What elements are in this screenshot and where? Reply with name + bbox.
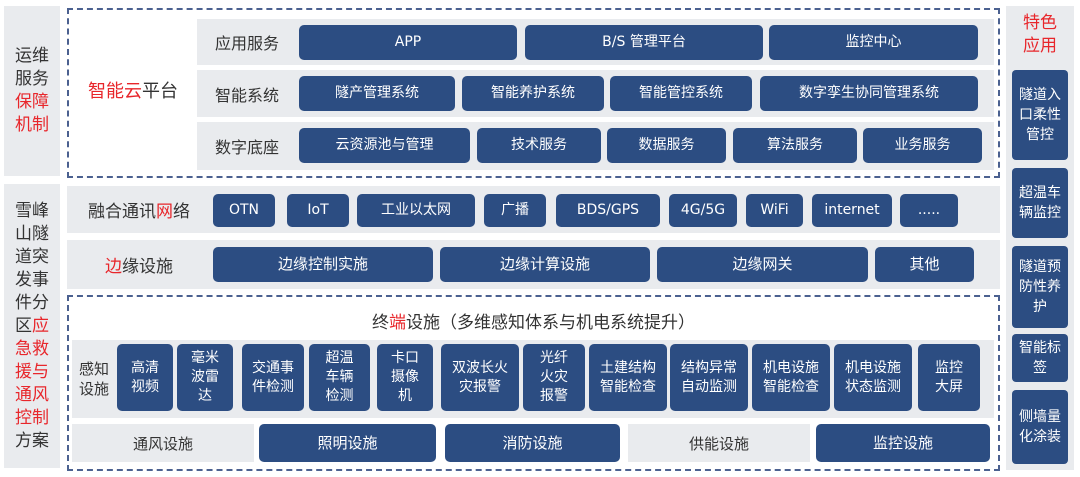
fiber-fire-alarm-button[interactable]: 光纤火灾报警 xyxy=(523,344,585,411)
terminal-frame xyxy=(67,295,1000,471)
row-label-digital-base: 数字底座 xyxy=(214,138,279,157)
power-facility: 供能设施 xyxy=(628,424,810,462)
sensing-label: 感知设施 xyxy=(78,360,109,398)
emergency-plan-box: 雪峰山隧道突发事件分区应急救援与通风控制方案 xyxy=(4,184,60,468)
row-label-app-services: 应用服务 xyxy=(214,34,279,53)
terminal-title-prefix: 终 xyxy=(372,312,389,333)
broadcast-button[interactable]: 广播 xyxy=(484,194,546,227)
fire-facility-button[interactable]: 消防设施 xyxy=(445,424,620,462)
business-service-button[interactable]: 业务服务 xyxy=(863,128,982,163)
bds-gps-button[interactable]: BDS/GPS xyxy=(556,194,660,227)
edge-compute-button[interactable]: 边缘计算设施 xyxy=(440,247,650,282)
ops-line1: 运维 xyxy=(15,46,49,66)
monitor-wall-button[interactable]: 监控大屏 xyxy=(918,344,980,411)
edge-label-red: 边 xyxy=(105,257,122,277)
emergency-prefix: 雪峰山隧道突发事件分区 xyxy=(15,200,49,336)
network-label-prefix: 融合通讯 xyxy=(88,202,156,222)
edge-label-rest: 缘设施 xyxy=(122,257,173,277)
cloud-platform-title: 智能云平台 xyxy=(72,70,194,110)
algorithm-service-button[interactable]: 算法服务 xyxy=(733,128,857,163)
ventilation-facility: 通风设施 xyxy=(72,424,254,462)
network-label-red: 网 xyxy=(156,202,173,222)
cloud-title-red: 智能云 xyxy=(88,81,142,102)
network-label: 融合通讯网络 xyxy=(70,186,208,233)
app-button[interactable]: APP xyxy=(299,25,517,60)
ops-line2: 服务 xyxy=(15,69,49,89)
otn-button[interactable]: OTN xyxy=(213,194,275,227)
terminal-title-red: 端 xyxy=(389,312,406,333)
monitoring-facility-button[interactable]: 监控设施 xyxy=(816,424,990,462)
ops-line4: 机制 xyxy=(15,115,49,135)
feature-overheat-monitor[interactable]: 超温车辆监控 xyxy=(1012,168,1068,238)
tunnel-asset-system-button[interactable]: 隧产管理系统 xyxy=(299,76,455,111)
edge-gateway-button[interactable]: 边缘网关 xyxy=(657,247,868,282)
checkpoint-camera-button[interactable]: 卡口摄像机 xyxy=(377,344,433,411)
cloud-platform-frame xyxy=(67,8,1000,178)
dual-wave-fire-alarm-button[interactable]: 双波长火灾报警 xyxy=(441,344,519,411)
lighting-facility-button[interactable]: 照明设施 xyxy=(259,424,436,462)
industrial-ethernet-button[interactable]: 工业以太网 xyxy=(357,194,475,227)
internet-button[interactable]: internet xyxy=(812,194,892,227)
maintenance-system-button[interactable]: 智能养护系统 xyxy=(462,76,604,111)
traffic-event-detection-button[interactable]: 交通事件检测 xyxy=(242,344,304,411)
feature-wall-coating[interactable]: 侧墙量化涂装 xyxy=(1012,390,1068,464)
monitor-center-button[interactable]: 监控中心 xyxy=(769,25,978,60)
emergency-red: 应急救援与通风控制 xyxy=(15,315,49,428)
row-label-smart-systems: 智能系统 xyxy=(214,85,279,105)
edge-label: 边缘设施 xyxy=(70,240,208,289)
tech-service-button[interactable]: 技术服务 xyxy=(477,128,601,163)
edge-control-button[interactable]: 边缘控制实施 xyxy=(213,247,433,282)
civil-structure-check-button[interactable]: 土建结构智能检查 xyxy=(589,344,667,411)
terminal-title: 终端设施（多维感知体系与机电系统提升） xyxy=(72,302,995,338)
cloud-title-rest: 平台 xyxy=(142,81,178,102)
feature-preventive-maintenance[interactable]: 隧道预防性养护 xyxy=(1012,246,1068,328)
digital-twin-system-button[interactable]: 数字孪生协同管理系统 xyxy=(760,76,978,111)
ops-mechanism-box: 运维 服务 保障 机制 xyxy=(4,6,60,176)
feature-title: 特色应用 xyxy=(1023,13,1057,56)
feature-smart-tag[interactable]: 智能标签 xyxy=(1012,334,1068,382)
overheat-vehicle-detection-button[interactable]: 超温车辆检测 xyxy=(309,344,370,411)
mmwave-radar-button[interactable]: 毫米波雷达 xyxy=(177,344,233,411)
emergency-suffix: 方案 xyxy=(15,430,49,451)
edge-other-button[interactable]: 其他 xyxy=(875,247,974,282)
cloud-pool-button[interactable]: 云资源池与管理 xyxy=(299,128,470,163)
data-service-button[interactable]: 数据服务 xyxy=(607,128,726,163)
4g5g-button[interactable]: 4G/5G xyxy=(669,194,737,227)
control-system-button[interactable]: 智能管控系统 xyxy=(610,76,752,111)
wifi-button[interactable]: WiFi xyxy=(746,194,803,227)
electromech-check-button[interactable]: 机电设施智能检查 xyxy=(752,344,830,411)
iot-button[interactable]: IoT xyxy=(287,194,349,227)
terminal-title-rest: 设施（多维感知体系与机电系统提升） xyxy=(406,312,695,333)
feature-entrance-control[interactable]: 隧道入口柔性管控 xyxy=(1012,70,1068,160)
ops-line3: 保障 xyxy=(15,92,49,112)
bs-platform-button[interactable]: B/S 管理平台 xyxy=(525,25,763,60)
electromech-status-monitor-button[interactable]: 机电设施状态监测 xyxy=(834,344,912,411)
hd-video-button[interactable]: 高清视频 xyxy=(117,344,173,411)
network-label-suffix: 络 xyxy=(173,202,190,222)
structure-anomaly-monitor-button[interactable]: 结构异常自动监测 xyxy=(670,344,748,411)
more-network-button[interactable]: ..... xyxy=(900,194,958,227)
